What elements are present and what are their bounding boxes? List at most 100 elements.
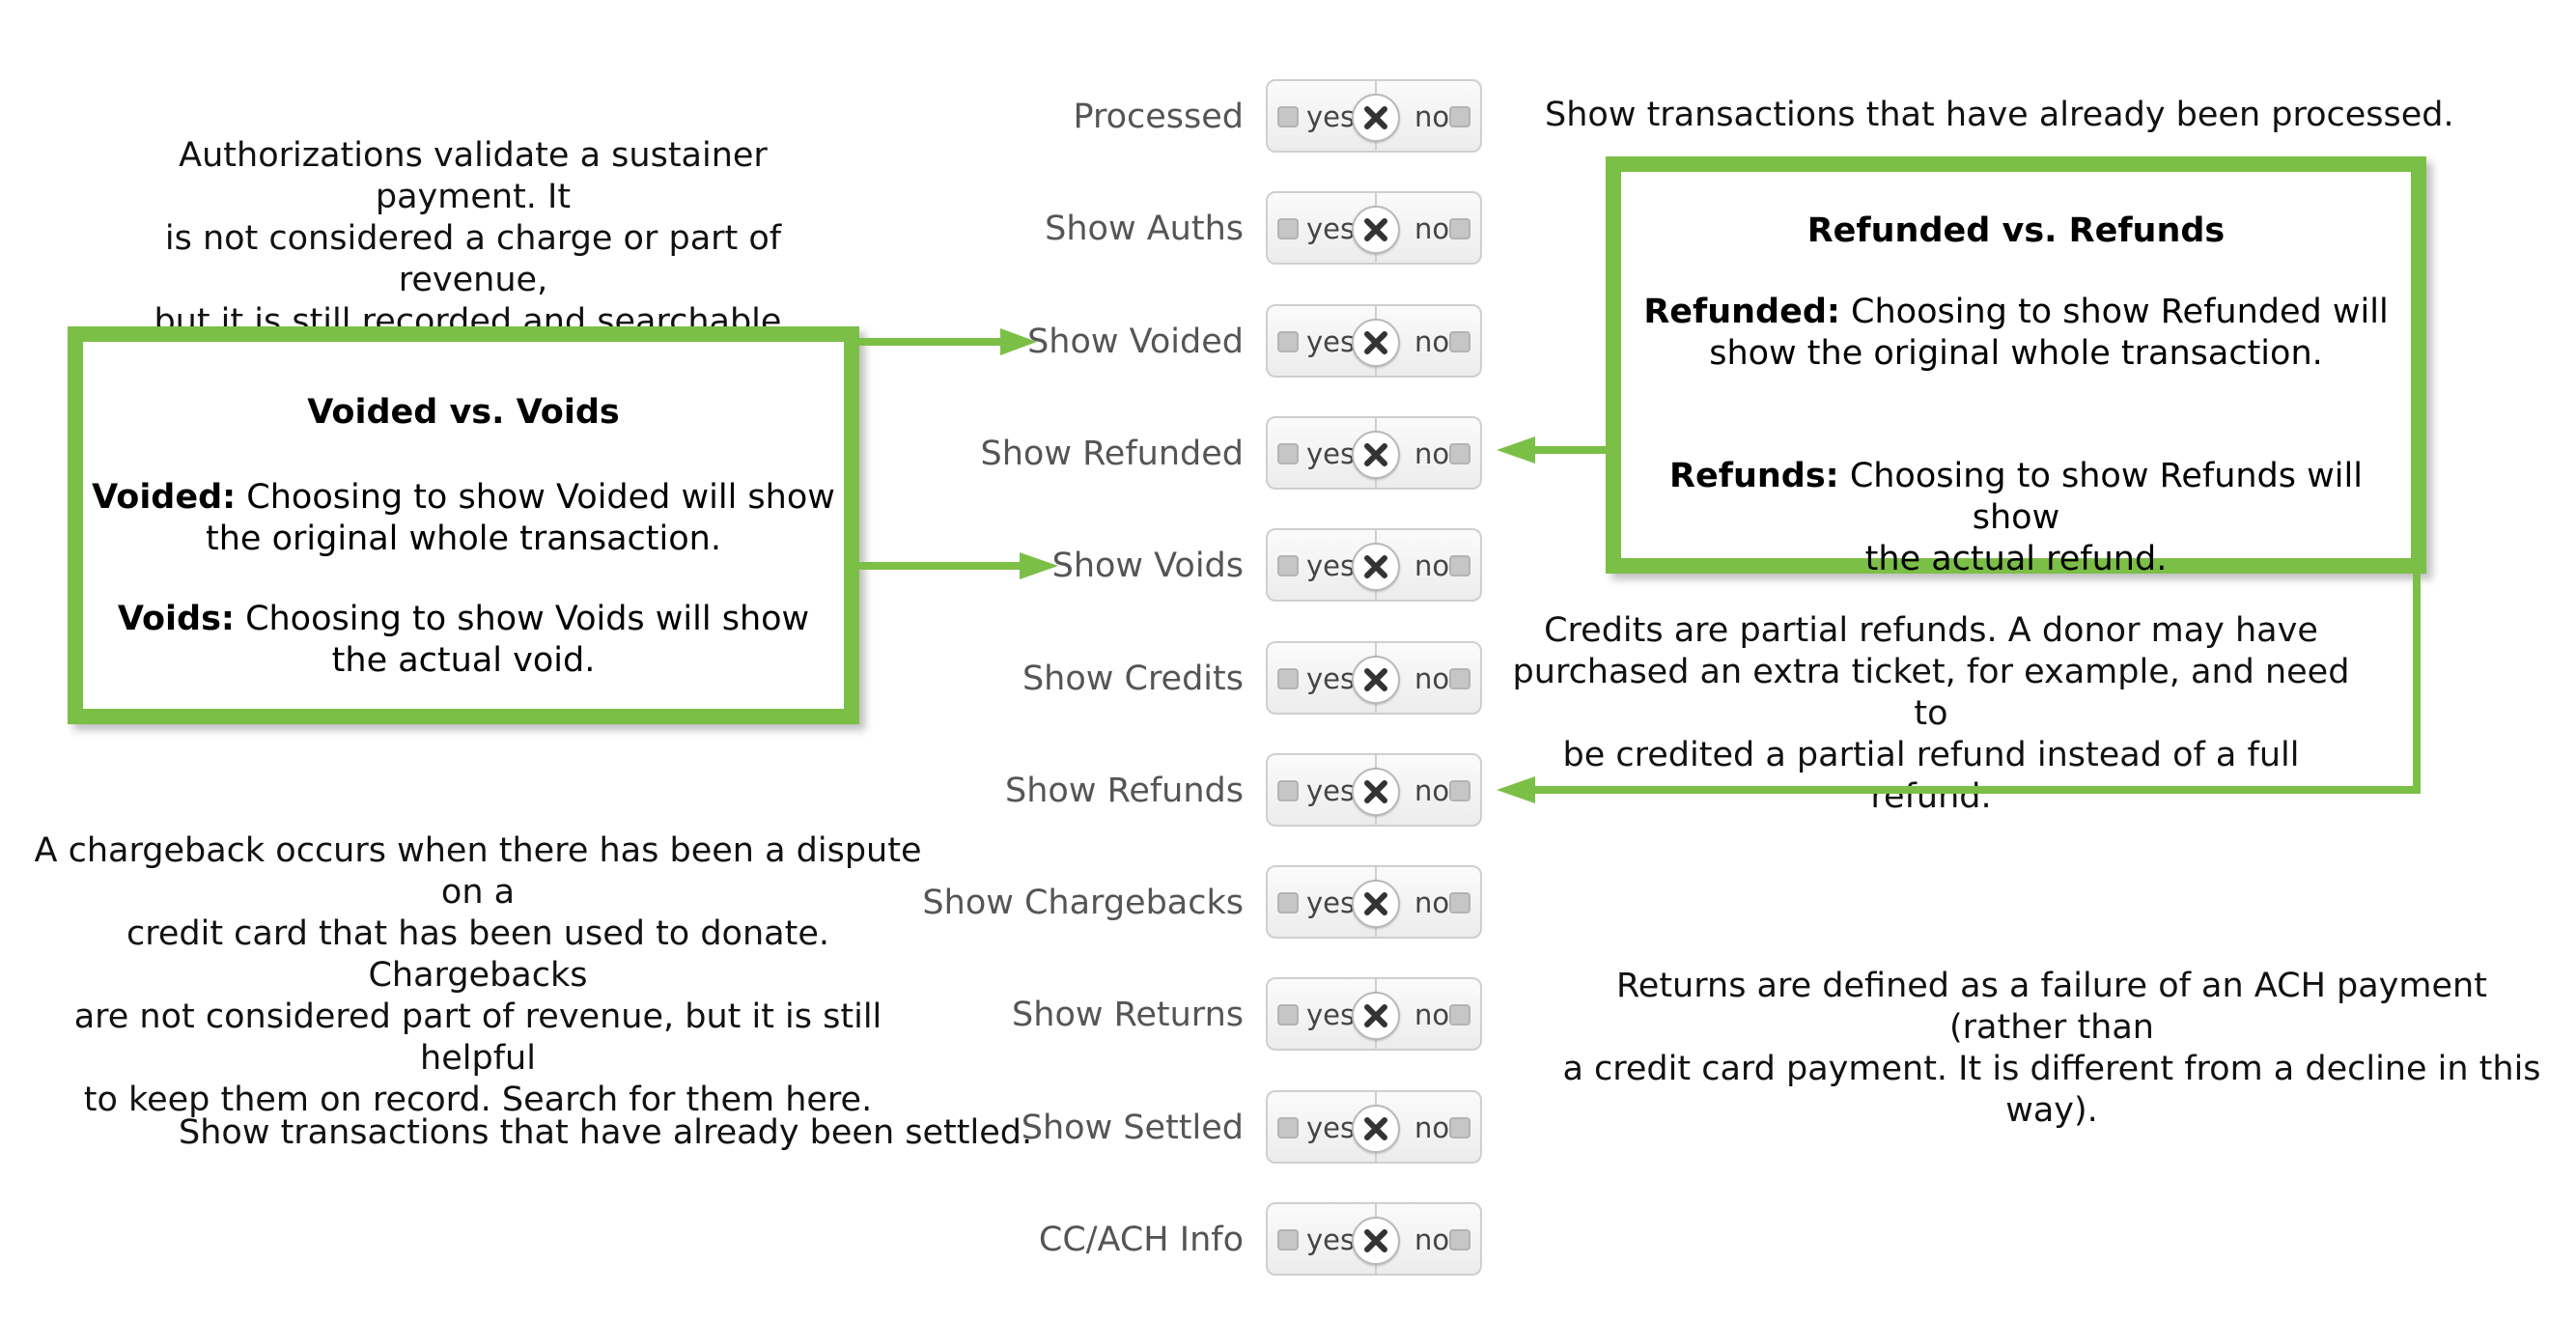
- clear-knob[interactable]: [1352, 880, 1400, 929]
- yes-checkbox[interactable]: [1277, 779, 1299, 801]
- x-icon: [1364, 779, 1387, 803]
- filter-label: CC/ACH Info: [1038, 1221, 1244, 1259]
- clear-knob[interactable]: [1352, 543, 1400, 592]
- note-chargeback-line: to keep them on record. Search for them …: [83, 1081, 873, 1119]
- x-icon: [1364, 892, 1387, 916]
- no-checkbox[interactable]: [1449, 779, 1470, 801]
- yes-no-toggle[interactable]: yes no: [1266, 415, 1482, 490]
- yes-checkbox[interactable]: [1277, 106, 1299, 127]
- no-checkbox[interactable]: [1449, 555, 1470, 577]
- callout-voids-text: Voids: Choosing to show Voids will show …: [83, 599, 844, 682]
- yes-no-toggle[interactable]: yes no: [1266, 1202, 1482, 1276]
- note-auths-line: Authorizations validate a sustainer paym…: [179, 136, 768, 216]
- yes-no-toggle[interactable]: yes no: [1266, 191, 1482, 266]
- callout-refunded-text: Refunded: Choosing to show Refunded will…: [1621, 292, 2411, 375]
- callout-line: Refunds: Choosing to show Refunds will s…: [1621, 456, 2411, 539]
- note-chargeback-line: A chargeback occurs when there has been …: [34, 831, 922, 912]
- filter-label: Show Auths: [1045, 210, 1244, 249]
- refunded-vs-refunds-callout: Refunded vs. Refunds Refunded: Choosing …: [1606, 156, 2426, 578]
- no-checkbox[interactable]: [1449, 1116, 1470, 1138]
- clear-knob[interactable]: [1352, 992, 1400, 1041]
- note-returns-line: Returns are defined as a failure of an A…: [1616, 967, 2487, 1047]
- no-label: no: [1414, 100, 1450, 133]
- note-credits-line: purchased an extra ticket, for example, …: [1512, 653, 2350, 733]
- clear-knob[interactable]: [1352, 655, 1400, 704]
- clear-knob[interactable]: [1352, 1104, 1400, 1153]
- clear-knob[interactable]: [1352, 94, 1400, 142]
- yes-checkbox[interactable]: [1277, 555, 1299, 577]
- no-label: no: [1414, 212, 1450, 246]
- filter-label: Show Credits: [1022, 659, 1244, 698]
- yes-no-toggle[interactable]: yes no: [1266, 752, 1482, 827]
- note-returns: Returns are defined as a failure of an A…: [1554, 966, 2549, 1132]
- yes-checkbox[interactable]: [1277, 442, 1299, 464]
- callout-line: the actual refund.: [1864, 540, 2168, 578]
- yes-no-toggle[interactable]: yes no: [1266, 977, 1482, 1052]
- no-label: no: [1414, 1110, 1450, 1144]
- filter-label: Show Refunded: [980, 434, 1245, 473]
- yes-no-toggle[interactable]: yes no: [1266, 865, 1482, 940]
- x-icon: [1364, 1229, 1387, 1252]
- callout-refunds-text: Refunds: Choosing to show Refunds will s…: [1621, 456, 2411, 580]
- clear-knob[interactable]: [1352, 767, 1400, 816]
- yes-checkbox[interactable]: [1277, 1229, 1299, 1251]
- note-chargeback-line: credit card that has been used to donate…: [126, 914, 829, 995]
- yes-checkbox[interactable]: [1277, 1004, 1299, 1026]
- x-icon: [1364, 1004, 1387, 1028]
- yes-checkbox[interactable]: [1277, 330, 1299, 352]
- clear-knob[interactable]: [1352, 430, 1400, 479]
- yes-checkbox[interactable]: [1277, 667, 1299, 689]
- no-checkbox[interactable]: [1449, 330, 1470, 352]
- filter-label: Processed: [1073, 98, 1244, 136]
- callout-term: Refunded:: [1643, 293, 1840, 331]
- clear-knob[interactable]: [1352, 1217, 1400, 1265]
- yes-no-toggle[interactable]: yes no: [1266, 79, 1482, 153]
- clear-knob[interactable]: [1352, 206, 1400, 255]
- note-credits: Credits are partial refunds. A donor may…: [1506, 610, 2356, 818]
- callout-line: the actual void.: [331, 641, 596, 680]
- no-checkbox[interactable]: [1449, 218, 1470, 240]
- no-checkbox[interactable]: [1449, 442, 1470, 464]
- yes-label: yes: [1306, 100, 1356, 133]
- x-icon: [1364, 1116, 1387, 1140]
- yes-checkbox[interactable]: [1277, 218, 1299, 240]
- callout-text: Choosing to show Voided will show: [236, 478, 835, 517]
- note-chargeback: A chargeback occurs when there has been …: [29, 830, 927, 1121]
- no-checkbox[interactable]: [1449, 1229, 1470, 1251]
- note-credits-line: Credits are partial refunds. A donor may…: [1544, 611, 2318, 650]
- callout-title: Voided vs. Voids: [307, 393, 620, 432]
- note-settled: Show transactions that have already been…: [179, 1113, 1033, 1152]
- x-icon: [1364, 218, 1387, 242]
- no-label: no: [1414, 436, 1450, 470]
- yes-label: yes: [1306, 436, 1356, 470]
- no-label: no: [1414, 1223, 1450, 1256]
- filter-label: Show Settled: [1021, 1108, 1244, 1147]
- no-checkbox[interactable]: [1449, 667, 1470, 689]
- yes-no-toggle[interactable]: yes no: [1266, 303, 1482, 378]
- voided-vs-voids-callout: Voided vs. Voids Voided: Choosing to sho…: [68, 326, 859, 724]
- clear-knob[interactable]: [1352, 318, 1400, 367]
- callout-term: Refunds:: [1669, 457, 1839, 495]
- yes-no-toggle[interactable]: yes no: [1266, 640, 1482, 715]
- no-label: no: [1414, 998, 1450, 1032]
- yes-label: yes: [1306, 998, 1356, 1032]
- no-label: no: [1414, 549, 1450, 583]
- yes-label: yes: [1306, 661, 1356, 695]
- x-icon: [1364, 106, 1387, 129]
- yes-no-toggle[interactable]: yes no: [1266, 1089, 1482, 1164]
- filter-label: Show Voids: [1051, 547, 1244, 586]
- filter-label: Show Chargebacks: [922, 884, 1244, 923]
- yes-checkbox[interactable]: [1277, 892, 1299, 914]
- no-checkbox[interactable]: [1449, 1004, 1470, 1026]
- callout-line: Voided: Choosing to show Voided will sho…: [83, 477, 844, 519]
- no-checkbox[interactable]: [1449, 892, 1470, 914]
- x-icon: [1364, 555, 1387, 579]
- yes-no-toggle[interactable]: yes no: [1266, 528, 1482, 603]
- note-chargeback-line: are not considered part of revenue, but …: [73, 998, 882, 1078]
- yes-label: yes: [1306, 324, 1356, 358]
- yes-checkbox[interactable]: [1277, 1116, 1299, 1138]
- yes-label: yes: [1306, 212, 1356, 246]
- filter-label: Show Returns: [1012, 996, 1244, 1035]
- filter-label: Show Voided: [1027, 322, 1244, 361]
- no-checkbox[interactable]: [1449, 106, 1470, 127]
